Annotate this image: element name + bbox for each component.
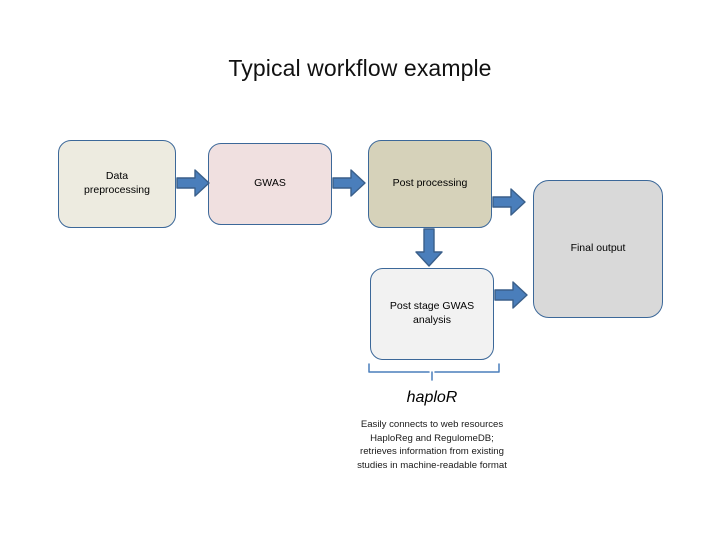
flow-node-final-output[interactable]: Final output xyxy=(533,180,663,318)
flow-node-label: Final output xyxy=(570,242,626,255)
brace-icon xyxy=(366,362,502,382)
flow-node-label: Data preprocessing xyxy=(84,170,150,196)
arrow-down-icon xyxy=(414,228,444,268)
flow-node-label: GWAS xyxy=(254,177,286,190)
arrow-right-icon xyxy=(332,168,366,198)
brace-label-haplor: haploR xyxy=(406,389,458,406)
flow-node-post-processing[interactable]: Post processing xyxy=(368,140,492,228)
page-title: Typical workflow example xyxy=(228,55,492,81)
arrow-right-icon xyxy=(492,187,526,217)
arrow-right-icon xyxy=(494,280,528,310)
brace-caption: Easily connects to web resources HaploRe… xyxy=(357,419,507,471)
flow-node-gwas[interactable]: GWAS xyxy=(208,143,332,225)
arrow-right-icon xyxy=(176,168,210,198)
flow-node-label: Post processing xyxy=(392,177,468,190)
flow-node-data-preprocessing[interactable]: Data preprocessing xyxy=(58,140,176,228)
flow-node-label: Post stage GWAS analysis xyxy=(389,300,475,326)
flow-node-post-stage-gwas-analysis[interactable]: Post stage GWAS analysis xyxy=(370,268,494,360)
